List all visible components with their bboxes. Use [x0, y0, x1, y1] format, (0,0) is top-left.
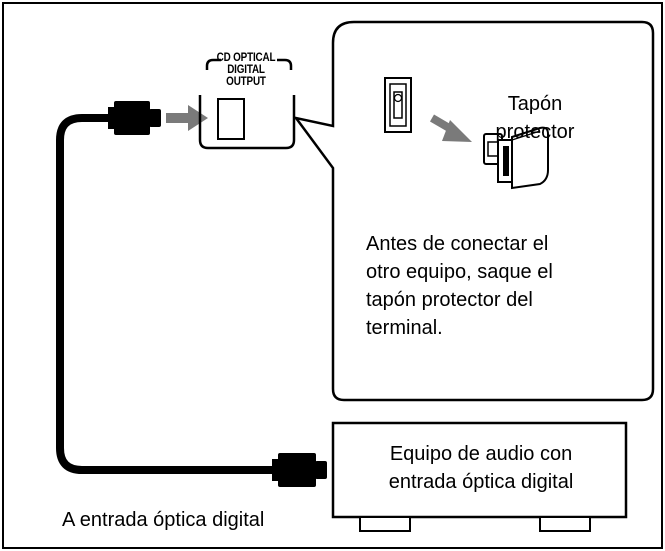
remove-arrow-icon [429, 114, 472, 142]
callout-bubble [293, 20, 655, 402]
optical-cable [56, 114, 278, 474]
jack-icon [384, 77, 412, 133]
device-label: Equipo de audio con entrada óptica digit… [388, 443, 574, 493]
protective-cap-icon [483, 126, 549, 190]
bottom-plug-icon [272, 453, 327, 487]
top-plug-icon [108, 101, 161, 135]
insert-arrow-icon [166, 105, 208, 131]
audio-equipment [331, 421, 628, 532]
instruction-text: Antes de conectar el otro equipo, saque … [366, 233, 553, 339]
optical-jack-panel [198, 58, 296, 150]
input-label: A entrada óptica digital [62, 509, 265, 531]
cap-label: Tapón protector [495, 93, 575, 143]
optical-port [217, 98, 245, 140]
jack-label: CD OPTICAL DIGITAL OUTPUT [216, 52, 276, 88]
